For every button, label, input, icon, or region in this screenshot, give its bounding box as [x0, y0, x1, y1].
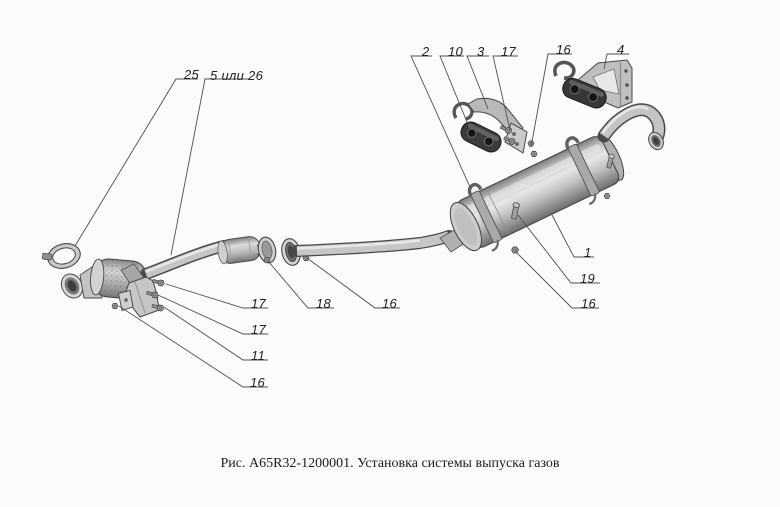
leader-3: [466, 55, 489, 110]
callout-11: 11: [251, 348, 266, 363]
callout-16-middle: 16: [382, 296, 398, 311]
callout-3: 3: [477, 44, 485, 59]
leader-19: [517, 214, 600, 284]
intermediate-pipe: [291, 228, 469, 257]
callout-19: 19: [580, 271, 596, 286]
flex-sleeve: [217, 236, 261, 265]
front-pipe: [140, 240, 230, 280]
leader-16-middle: [306, 257, 400, 309]
muffler: [449, 134, 625, 252]
leader-18: [267, 260, 334, 309]
callout-16-top: 16: [556, 42, 572, 57]
exhaust-clamp: [41, 243, 81, 269]
leader-2: [410, 55, 471, 188]
leader-16-top: [530, 53, 572, 148]
callout-16-bracket: 16: [250, 375, 266, 390]
callout-17-top: 17: [501, 44, 517, 59]
leader-17-bracket-2: [157, 294, 268, 335]
center-rubber-mount: [460, 121, 502, 153]
leader-16-bracket: [118, 305, 268, 388]
right-rubber-mount: [562, 77, 607, 109]
leader-1: [551, 214, 594, 258]
callout-10: 10: [448, 44, 464, 59]
figure-caption: Рис. А65R32-1200001. Установка системы в…: [220, 456, 560, 471]
support-bracket: [111, 263, 166, 318]
leader-16-right: [515, 251, 599, 309]
tailpipe: [597, 103, 666, 151]
callout-17-bracket-1: 17: [251, 296, 267, 311]
leader-25: [74, 78, 198, 247]
leader-lines: [74, 53, 629, 388]
leader-17-bracket-1: [165, 283, 268, 309]
callout-18: 18: [316, 296, 332, 311]
callout-5-or-26: 5 или 26: [210, 68, 264, 83]
callout-1: 1: [584, 245, 592, 260]
callout-4: 4: [617, 42, 625, 57]
muffler-fasteners: [511, 153, 615, 254]
callout-16-right: 16: [581, 296, 597, 311]
leader-5-or-26: [170, 78, 248, 256]
callout-17-bracket-2: 17: [251, 322, 267, 337]
leader-4: [603, 53, 629, 70]
leader-11: [163, 306, 268, 361]
leader-10: [439, 55, 468, 123]
leader-17-top: [492, 55, 518, 131]
callout-25: 25: [184, 67, 200, 82]
callout-2: 2: [422, 44, 430, 59]
